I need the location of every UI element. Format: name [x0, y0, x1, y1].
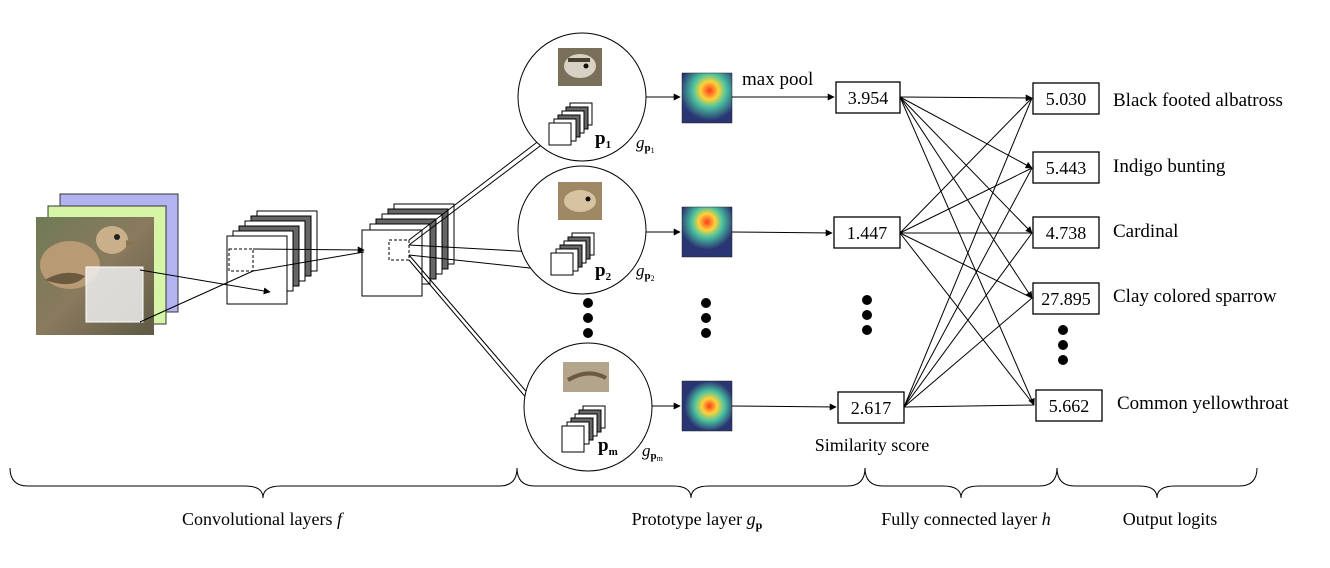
similarity-score-m: 2.617 — [851, 398, 892, 418]
svg-text:pm: pm — [598, 435, 618, 458]
proto-subscript-2: 2 — [606, 271, 612, 283]
g-subsubscript-1: 1 — [651, 146, 655, 155]
conv-feature-stack-1 — [226, 210, 318, 305]
svg-text:gp2: gp2 — [636, 261, 655, 283]
output-class-5: Common yellowthroat — [1117, 393, 1289, 414]
similarity-heatmap-1 — [681, 72, 733, 124]
output-row-5: 5.662 Common yellowthroat — [1035, 389, 1289, 422]
output-class-1: Black footed albatross — [1113, 90, 1283, 111]
output-row-1: 5.030 Black footed albatross — [1032, 82, 1283, 115]
output-row-2: 5.443 Indigo bunting — [1032, 151, 1226, 184]
output-class-3: Cardinal — [1113, 221, 1178, 242]
ellipsis-dots-prototypes — [583, 298, 593, 338]
g-subsubscript-2: 2 — [651, 274, 655, 283]
section-braces — [9, 467, 1258, 499]
prototype-circle-2 — [517, 165, 647, 295]
output-row-3: 4.738 Cardinal — [1032, 216, 1178, 249]
svg-text:p2: p2 — [595, 260, 612, 283]
g-symbol-m: g — [642, 441, 651, 460]
prototype-unit-m: pm gpm — [523, 342, 664, 472]
ellipsis-dots-scores — [862, 295, 872, 335]
section-label-proto: Prototype layer gp — [632, 509, 763, 532]
svg-text:p1: p1 — [595, 128, 611, 151]
g-subscript-m: p — [651, 450, 657, 462]
max-pool-label: max pool — [742, 69, 813, 90]
output-logit-4: 27.895 — [1041, 289, 1091, 309]
prototype-patch-image-2 — [558, 182, 602, 220]
output-logit-2: 5.443 — [1046, 158, 1087, 178]
conv-feature-stack-2 — [361, 203, 455, 297]
prototype-unit-1: p1 gp1 — [517, 32, 655, 162]
g-subscript-2: p — [645, 270, 651, 282]
g-symbol-2: g — [636, 261, 645, 280]
arrow-input-to-conv1-lower — [139, 270, 254, 323]
ellipsis-dots-heatmaps — [701, 298, 711, 338]
proto-subscript-1: 1 — [606, 139, 612, 151]
brace-conv — [9, 467, 518, 499]
arrow-heatmap2-to-score — [731, 229, 833, 237]
section-label-conv: Convolutional layers f — [182, 509, 345, 529]
output-logit-1: 5.030 — [1046, 89, 1087, 109]
svg-text:gpm: gpm — [642, 441, 664, 463]
arrow-conv1-to-conv2 — [252, 246, 365, 254]
proto-symbol-2: p — [595, 260, 606, 281]
ellipsis-dots-outputs — [1058, 325, 1068, 365]
svg-text:gp1: gp1 — [636, 133, 655, 155]
similarity-score-1: 3.954 — [848, 88, 889, 108]
output-class-4: Clay colored sparrow — [1113, 286, 1277, 307]
g-symbol-1: g — [636, 133, 645, 152]
similarity-score-box-1: 3.954 — [835, 81, 901, 114]
fully-connected-wires — [899, 94, 1035, 408]
prototype-kernel-stack-m — [561, 405, 606, 453]
similarity-score-2: 1.447 — [847, 223, 888, 243]
input-image-stack — [36, 193, 179, 335]
section-label-fc: Fully connected layer h — [881, 509, 1050, 529]
brace-output — [1056, 467, 1258, 499]
input-bird-photo — [36, 217, 154, 335]
proto-symbol-1: p — [595, 128, 606, 149]
g-subscript-1: p — [645, 142, 651, 154]
output-row-4: 27.895 Clay colored sparrow — [1032, 282, 1277, 315]
prototype-kernel-stack-1 — [548, 102, 593, 146]
prototype-patch-image-m — [563, 362, 609, 392]
g-subsubscript-m: m — [657, 454, 664, 463]
similarity-heatmap-m — [681, 380, 733, 432]
prototype-kernel-stack-2 — [550, 232, 595, 276]
proto-subscript-m: m — [609, 446, 618, 458]
arrow-input-to-conv1 — [139, 269, 271, 295]
proto-symbol-m: p — [598, 435, 609, 456]
output-class-2: Indigo bunting — [1113, 156, 1226, 177]
similarity-heatmap-2 — [681, 206, 733, 258]
prototype-unit-2: p2 gp2 — [517, 165, 655, 295]
similarity-score-box-m: 2.617 — [837, 391, 905, 424]
arrow-conv1-to-conv2-lower — [252, 251, 365, 272]
similarity-score-box-2: 1.447 — [833, 216, 901, 249]
brace-fc — [864, 467, 1058, 499]
arrow-heatmapm-to-score — [731, 403, 837, 411]
output-logit-3: 4.738 — [1046, 223, 1087, 243]
prototype-patch-image-1 — [558, 48, 602, 86]
brace-proto — [516, 467, 866, 499]
section-label-output: Output logits — [1123, 509, 1218, 529]
output-logit-5: 5.662 — [1049, 396, 1090, 416]
similarity-score-label: Similarity score — [815, 435, 929, 455]
